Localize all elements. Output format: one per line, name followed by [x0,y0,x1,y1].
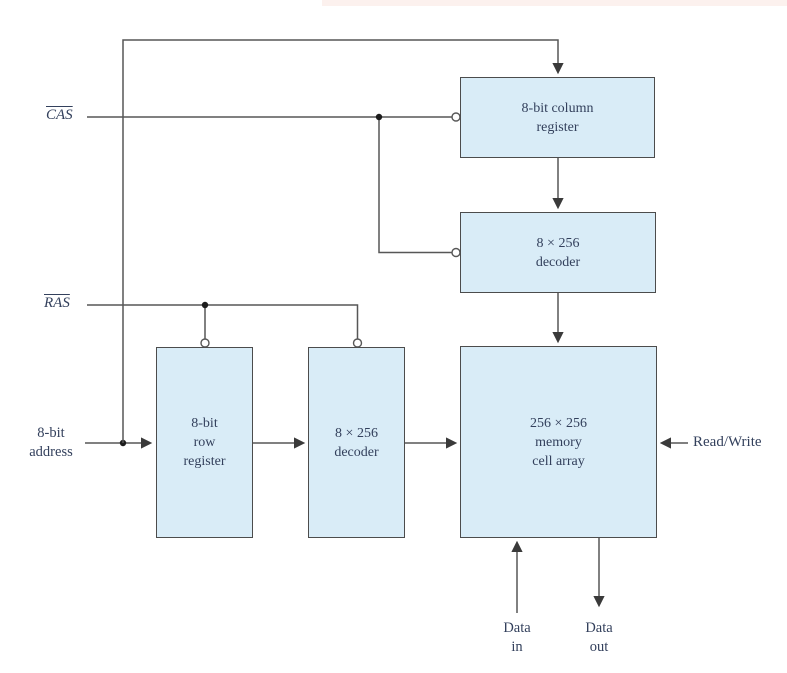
decoder-left-label-line2: decoder [334,444,379,460]
data-in-label-line2: in [511,639,523,655]
column-register-label-line2: register [536,119,579,135]
column-register-box: 8-bit column register [460,77,655,158]
data-in-signal-label: Data in [491,619,543,657]
decoder-left-bubble-icon [352,338,363,348]
address-top-route-line [122,39,564,443]
data-in-label-line1: Data [503,620,531,636]
decoder-top-label-line1: 8 × 256 [536,235,580,251]
row-register-box: 8-bit row register [156,347,253,538]
address-label-line2: address [29,444,73,460]
decoder-top-bubble-icon [451,247,461,258]
data-out-signal-label: Data out [573,619,625,657]
row-register-label-line1: 8-bit [191,416,218,431]
data-out-label-line2: out [589,639,609,655]
row-register-label-line2: row [193,435,216,450]
address-label-line1: 8-bit [37,425,65,441]
cas-signal-label: CAS [46,106,73,125]
column-register-label-line1: 8-bit column [521,100,594,116]
memory-array-label-line2: memory [535,434,582,450]
address-signal-label: 8-bit address [16,424,86,462]
cas-branch-line [378,117,452,254]
row-register-label-line3: register [183,454,226,469]
memory-array-label-line3: cell array [532,453,585,469]
row-register-bubble-icon [200,338,210,348]
ras-junction-dot [201,301,209,309]
data-out-label-line1: Data [585,620,613,636]
ras-line [87,304,359,339]
top-page-strip [322,0,787,6]
ras-signal-label: RAS [44,294,70,313]
decoder-top-label-line2: decoder [535,254,581,270]
decoder-top-box: 8 × 256 decoder [460,212,656,293]
ras-signal-text: RAS [44,295,70,311]
read-write-signal-label: Read/Write [693,434,762,450]
memory-array-label-line1: 256 × 256 [530,415,587,431]
decoder-left-box: 8 × 256 decoder [308,347,405,538]
column-register-bubble-icon [451,112,461,122]
cas-signal-text: CAS [46,107,73,123]
memory-array-box: 256 × 256 memory cell array [460,346,657,538]
decoder-left-label-line1: 8 × 256 [335,425,378,441]
cas-junction-dot [375,113,383,121]
